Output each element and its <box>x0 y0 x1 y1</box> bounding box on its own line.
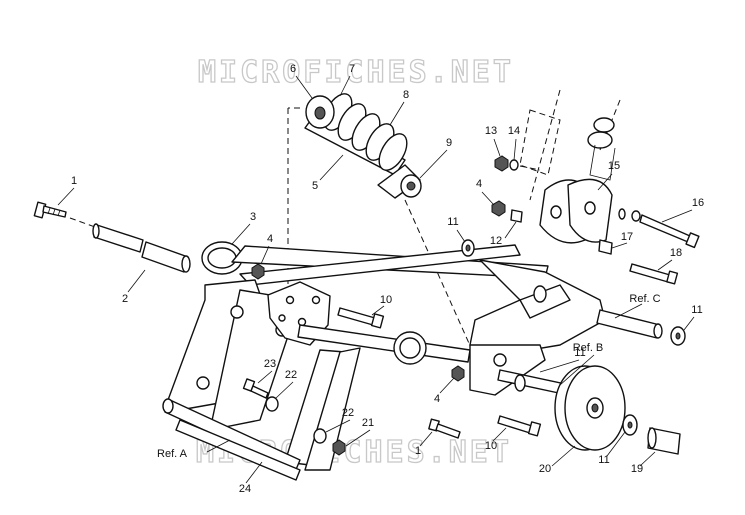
bolt-1-lower <box>428 418 461 439</box>
callout-c4a: 4 <box>267 233 273 245</box>
spacer-17 <box>598 239 613 255</box>
bolt-1-left <box>33 201 67 219</box>
callout-c1b: 1 <box>415 445 421 457</box>
callout-c12: 12 <box>490 235 502 247</box>
callout-c19: 19 <box>631 463 643 475</box>
callout-c10b: 10 <box>485 440 497 452</box>
callout-c21: 21 <box>362 417 374 429</box>
washer-11-axle <box>514 374 526 392</box>
callout-c9: 9 <box>446 137 452 149</box>
nut-4-left <box>251 263 265 280</box>
center-cross-shaft <box>284 324 471 471</box>
nut-21 <box>332 439 346 456</box>
nut-4-lower <box>451 365 465 382</box>
callout-c2: 2 <box>122 293 128 305</box>
callout-c4b: 4 <box>476 178 482 190</box>
callout-c3: 3 <box>250 211 256 223</box>
callout-c6: 6 <box>290 63 296 75</box>
callout-c17: 17 <box>621 231 633 243</box>
bolt-10-lower <box>497 415 542 437</box>
reference-refB: Ref. B <box>573 342 604 354</box>
callout-c22b: 22 <box>342 407 354 419</box>
callout-c5: 5 <box>312 180 318 192</box>
bolt-18 <box>629 263 679 285</box>
tube-ref-c <box>596 309 663 339</box>
callout-c11b: 11 <box>691 304 702 316</box>
callout-c24: 24 <box>239 483 251 495</box>
callout-c11c: 11 <box>574 347 585 359</box>
callout-c1a: 1 <box>71 175 77 187</box>
leader-lines <box>57 75 695 484</box>
reference-refC: Ref. C <box>629 293 660 305</box>
spacer-12 <box>510 209 523 223</box>
callout-c18: 18 <box>670 247 682 259</box>
pivot-bracket-15 <box>539 178 613 244</box>
bolt-16 <box>618 208 700 249</box>
idler-wheel-20 <box>554 365 626 451</box>
reference-refA: Ref. A <box>157 448 188 460</box>
bolt-23 <box>242 378 269 399</box>
callout-c7: 7 <box>349 63 355 75</box>
shock-spring <box>323 93 408 171</box>
nut-13 <box>494 155 509 172</box>
callout-c20: 20 <box>539 463 551 475</box>
callout-c4c: 4 <box>434 393 440 405</box>
callout-c8: 8 <box>403 89 409 101</box>
callout-c15: 15 <box>608 160 620 172</box>
callout-c23: 23 <box>264 358 276 370</box>
washer-22-upper <box>265 396 279 412</box>
washer-14 <box>509 159 519 171</box>
washer-22-lower <box>313 428 327 444</box>
bolt-10-upper <box>337 307 385 329</box>
callout-c22a: 22 <box>285 369 297 381</box>
callout-c16: 16 <box>692 197 704 209</box>
upper-shock-mount <box>519 109 616 181</box>
watermark-top: MICROFICHES.NET <box>198 55 514 90</box>
callout-c11d: 11 <box>598 454 609 466</box>
callout-c14: 14 <box>508 125 520 137</box>
rear-arm-assembly <box>469 259 606 396</box>
shock-absorber <box>304 93 422 199</box>
callout-c10a: 10 <box>380 294 392 306</box>
callout-c13: 13 <box>485 125 497 137</box>
nut-4-upper <box>491 200 506 217</box>
callout-c11a: 11 <box>447 216 458 228</box>
spacer-19 <box>647 427 681 455</box>
lower-cross-tube-ref-a <box>162 398 301 481</box>
reference-labels: Ref. A Ref. B Ref. C <box>157 293 661 460</box>
sleeve-2 <box>92 223 191 273</box>
